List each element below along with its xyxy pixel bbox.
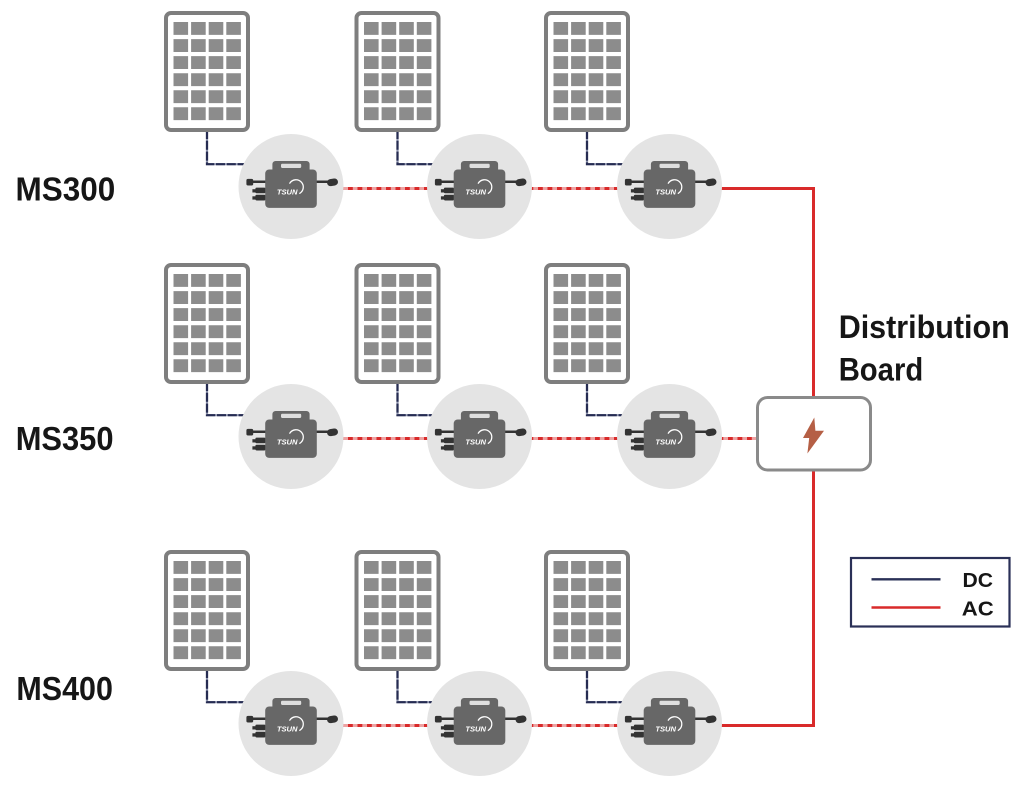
svg-text:MS300: MS300 <box>16 170 116 207</box>
svg-text:Board: Board <box>839 352 924 388</box>
svg-text:Distribution: Distribution <box>839 309 1010 345</box>
svg-text:MS350: MS350 <box>16 420 114 457</box>
svg-text:MS400: MS400 <box>16 670 113 707</box>
svg-text:DC: DC <box>963 569 994 592</box>
svg-text:AC: AC <box>962 598 994 621</box>
